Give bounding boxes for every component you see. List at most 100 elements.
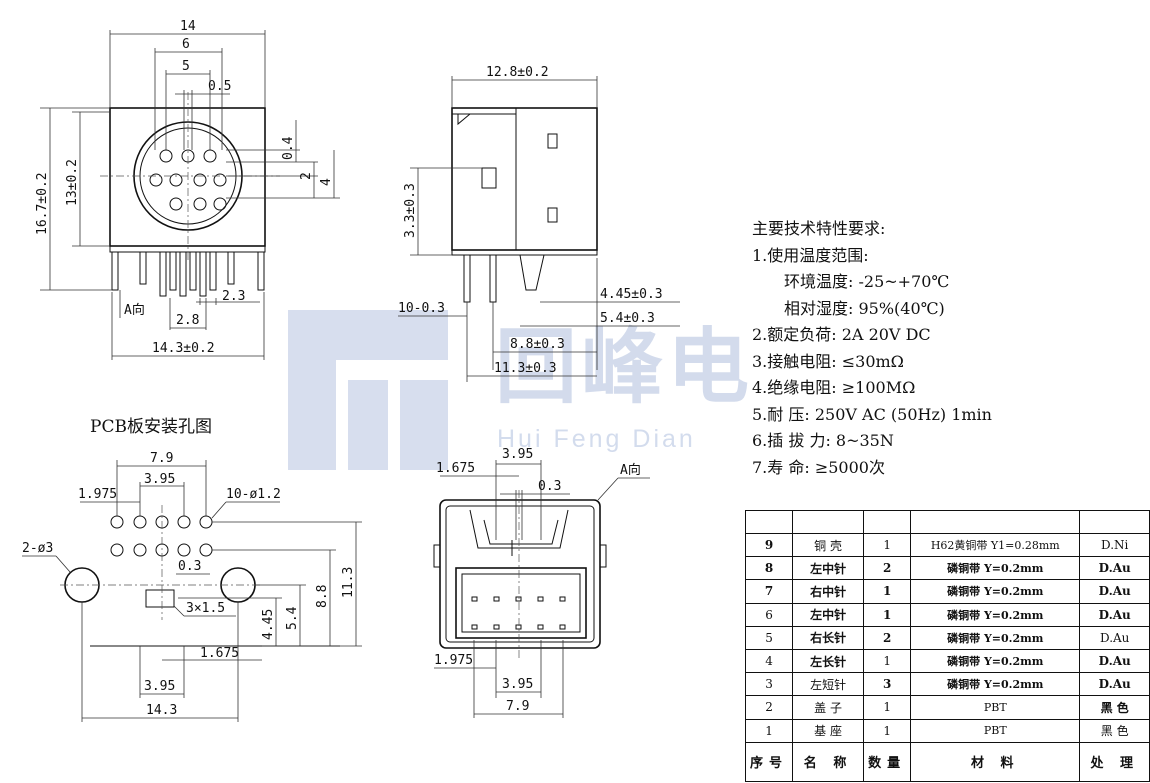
table-row <box>744 510 1150 534</box>
dim-a-1-975: 1.975 <box>434 653 473 668</box>
dim-front-14-3: 14.3±0.2 <box>152 341 215 356</box>
dim-pcb-11-3: 11.3 <box>341 567 356 598</box>
bom-material: 磷铜带 Y=0.2mm <box>910 556 1081 581</box>
bom-no: 5 <box>744 625 794 650</box>
dim-front-16-7: 16.7±0.2 <box>35 172 50 235</box>
bom-qty: 2 <box>863 625 912 650</box>
dim-front-6: 6 <box>182 37 190 52</box>
bom-finish: D.Au <box>1079 602 1150 627</box>
dim-pcb-5-4: 5.4 <box>285 606 300 630</box>
bom-header-material: 材 料 <box>910 741 1081 782</box>
bom-qty: 1 <box>863 532 912 558</box>
dim-front-0-4: 0.4 <box>281 136 296 160</box>
pcb-holes <box>110 515 213 557</box>
dim-a-7-9: 7.9 <box>506 699 529 714</box>
bom-name: 基 座 <box>792 718 865 743</box>
table-row: 4 左长针 1 磷铜带 Y=0.2mm D.Au <box>744 648 1150 674</box>
dim-pcb-3-95: 3.95 <box>144 472 175 487</box>
spec-item: 4.绝缘电阻: ≥100MΩ <box>752 378 916 397</box>
bom-material: 磷铜带 Y=0.2mm <box>910 625 1081 650</box>
dim-front-2: 2 <box>299 172 314 180</box>
table-row: 1 基 座 1 PBT 黑 色 <box>744 718 1150 743</box>
table-row: 2 盖 子 1 PBT 黑 色 <box>744 695 1150 720</box>
table-row: 9 铜 壳 1 H62黄铜带 Y1=0.28mm D.Ni <box>744 532 1150 558</box>
spec-item: 环境温度: -25~+70℃ <box>784 272 950 291</box>
pin-holes <box>149 149 227 211</box>
side-view: 12.8±0.2 3.3±0.3 10-0.3 4.45±0.3 5.4±0.3… <box>398 65 680 382</box>
dim-side-4-45: 4.45±0.3 <box>600 287 663 302</box>
bom-material: 磷铜带 Y=0.2mm <box>910 648 1081 674</box>
bom-qty: 1 <box>863 648 912 674</box>
bom-name: 左中针 <box>792 602 865 627</box>
bom-name: 盖 子 <box>792 695 865 720</box>
bom-qty: 2 <box>863 556 912 581</box>
bom-name: 左短针 <box>792 672 865 697</box>
bom-finish: D.Au <box>1079 625 1150 650</box>
table-row: 7 右中针 1 磷铜带 Y=0.2mm D.Au <box>744 579 1150 604</box>
dim-side-8-8: 8.8±0.3 <box>510 337 565 352</box>
dim-pcb-1-975: 1.975 <box>78 487 117 502</box>
bom-qty: 1 <box>863 579 912 604</box>
bom-no: 3 <box>744 672 794 697</box>
bom-header-qty: 数量 <box>863 741 912 782</box>
bom-no: 4 <box>744 648 794 674</box>
bom-table: 9 铜 壳 1 H62黄铜带 Y1=0.28mm D.Ni 8 左中针 2 磷铜… <box>744 510 1150 782</box>
spec-item: 2.额定负荷: 2A 20V DC <box>752 325 931 344</box>
spec-item: 相对湿度: 95%(40℃) <box>784 298 945 318</box>
dim-front-4: 4 <box>319 178 334 186</box>
bom-header-finish: 处 理 <box>1079 741 1150 782</box>
bom-no: 7 <box>744 579 794 604</box>
bom-finish: D.Ni <box>1079 532 1150 558</box>
front-view: 14 6 5 0.5 16.7±0.2 13±0.2 0.4 2 4 2.3 2… <box>35 19 340 360</box>
table-header-row: 序号 名 称 数量 材 料 处 理 <box>744 741 1150 782</box>
dim-pcb-14-3: 14.3 <box>146 703 177 718</box>
hf-logo-icon <box>288 310 448 470</box>
bom-material: PBT <box>910 695 1081 720</box>
bom-no: 6 <box>744 602 794 627</box>
bom-no: 9 <box>744 532 794 558</box>
bom-finish: D.Au <box>1079 579 1150 604</box>
dim-side-3-3: 3.3±0.3 <box>403 183 418 238</box>
arrow-label-a: A向 <box>124 302 145 318</box>
dim-side-5-4: 5.4±0.3 <box>600 311 655 326</box>
spec-list: 主要技术特性要求: 1.使用温度范围: 环境温度: -25~+70℃ 相对湿度:… <box>752 216 1142 481</box>
pcb-layout: PCB板安装孔图 7.9 3.95 1.975 10-ø1.2 2-ø3 0.3… <box>22 417 362 722</box>
bom-header-no: 序号 <box>744 741 794 782</box>
bom-qty: 1 <box>863 695 912 720</box>
bom-material: 磷铜带 Y=0.2mm <box>910 579 1081 604</box>
bom-no: 1 <box>744 718 794 743</box>
table-row: 5 右长针 2 磷铜带 Y=0.2mm D.Au <box>744 625 1150 650</box>
bom-no: 2 <box>744 695 794 720</box>
table-row: 6 左中针 1 磷铜带 Y=0.2mm D.Au <box>744 602 1150 627</box>
dim-pcb-7-9: 7.9 <box>150 451 173 466</box>
bom-finish: D.Au <box>1079 556 1150 581</box>
table-row: 8 左中针 2 磷铜带 Y=0.2mm D.Au <box>744 556 1150 581</box>
bom-name: 左中针 <box>792 556 865 581</box>
slot <box>145 589 175 608</box>
dim-pcb-4-45: 4.45 <box>261 609 276 640</box>
bom-header-name: 名 称 <box>792 741 865 782</box>
dim-front-13: 13±0.2 <box>65 159 80 206</box>
table-row: 3 左短针 3 磷铜带 Y=0.2mm D.Au <box>744 672 1150 697</box>
bom-material: PBT <box>910 718 1081 743</box>
bom-no: 8 <box>744 556 794 581</box>
dim-front-0-5: 0.5 <box>208 79 231 94</box>
spec-item: 5.耐 压: 250V AC (50Hz) 1min <box>752 404 992 424</box>
dim-a-0-3: 0.3 <box>538 479 561 494</box>
dim-pcb-holes: 10-ø1.2 <box>226 487 281 502</box>
dim-pcb-0-3: 0.3 <box>178 559 201 574</box>
dim-front-2-8: 2.8 <box>176 313 199 328</box>
a-view-pins <box>471 596 566 630</box>
bom-finish: 黑 色 <box>1079 718 1150 743</box>
bom-qty: 1 <box>863 602 912 627</box>
a-view: 3.95 1.675 0.3 A向 1.975 3.95 7.9 <box>433 447 650 718</box>
dim-a-3-95-top: 3.95 <box>502 447 533 462</box>
spec-heading: 主要技术特性要求: <box>752 219 886 238</box>
dim-pcb-1-675: 1.675 <box>200 646 239 661</box>
dim-side-11-3: 11.3±0.3 <box>494 361 557 376</box>
dim-pcb-8-8: 8.8 <box>315 585 330 608</box>
bom-finish: D.Au <box>1079 672 1150 697</box>
bom-name: 右中针 <box>792 579 865 604</box>
dim-side-10-0-3: 10-0.3 <box>398 301 445 316</box>
